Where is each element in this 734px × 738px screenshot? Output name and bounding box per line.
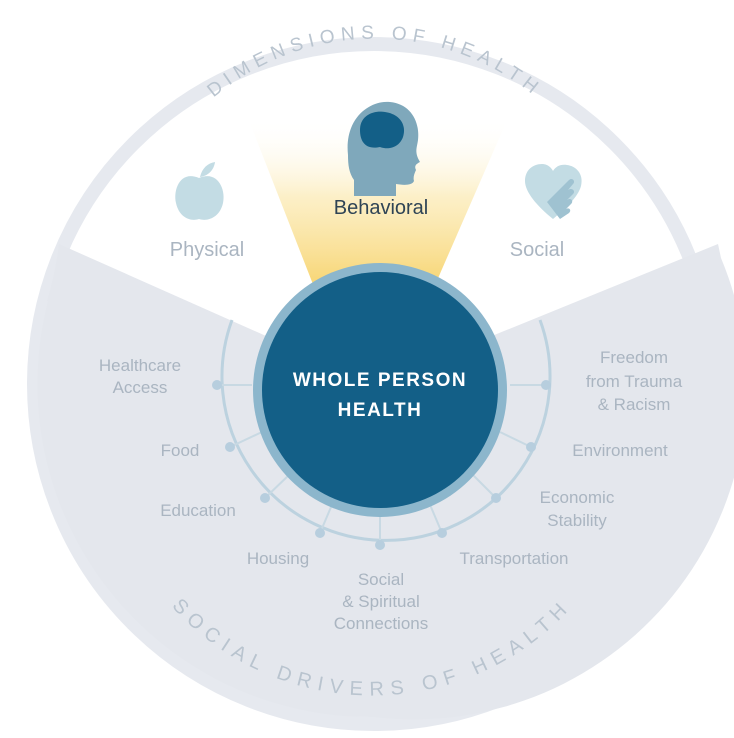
svg-text:Social: Social (358, 570, 404, 589)
svg-text:& Racism: & Racism (598, 395, 671, 414)
driver-social-spiritual: Social & Spiritual Connections (334, 570, 429, 633)
behavioral-highlight-beam (248, 118, 508, 292)
svg-text:Economic: Economic (540, 488, 615, 507)
svg-text:Connections: Connections (334, 614, 429, 633)
apple-icon (175, 162, 224, 220)
heart-hands-icon (525, 164, 582, 219)
dimension-behavioral-label: Behavioral (334, 197, 429, 219)
center-circle (262, 272, 498, 508)
head-brain-icon (347, 101, 420, 196)
svg-text:Stability: Stability (547, 511, 607, 530)
driver-healthcare-access: Healthcare Access (99, 356, 181, 397)
svg-text:Access: Access (113, 378, 168, 397)
svg-text:Freedom: Freedom (600, 348, 668, 367)
dimension-physical-label: Physical (170, 239, 244, 261)
driver-food: Food (161, 441, 200, 460)
dimension-social-label: Social (510, 239, 564, 261)
svg-text:Healthcare: Healthcare (99, 356, 181, 375)
svg-text:& Spiritual: & Spiritual (342, 592, 419, 611)
driver-dots (212, 380, 551, 550)
driver-transportation: Transportation (460, 549, 569, 568)
driver-environment: Environment (572, 441, 668, 460)
center-title-line1: WHOLE PERSON (293, 370, 467, 391)
svg-text:from Trauma: from Trauma (586, 372, 683, 391)
driver-freedom-trauma-racism: Freedom from Trauma & Racism (586, 348, 683, 414)
center-title-line2: HEALTH (338, 400, 423, 421)
driver-housing: Housing (247, 549, 309, 568)
driver-education: Education (160, 501, 236, 520)
driver-economic-stability: Economic Stability (540, 488, 615, 530)
drivers-arc (220, 319, 552, 542)
